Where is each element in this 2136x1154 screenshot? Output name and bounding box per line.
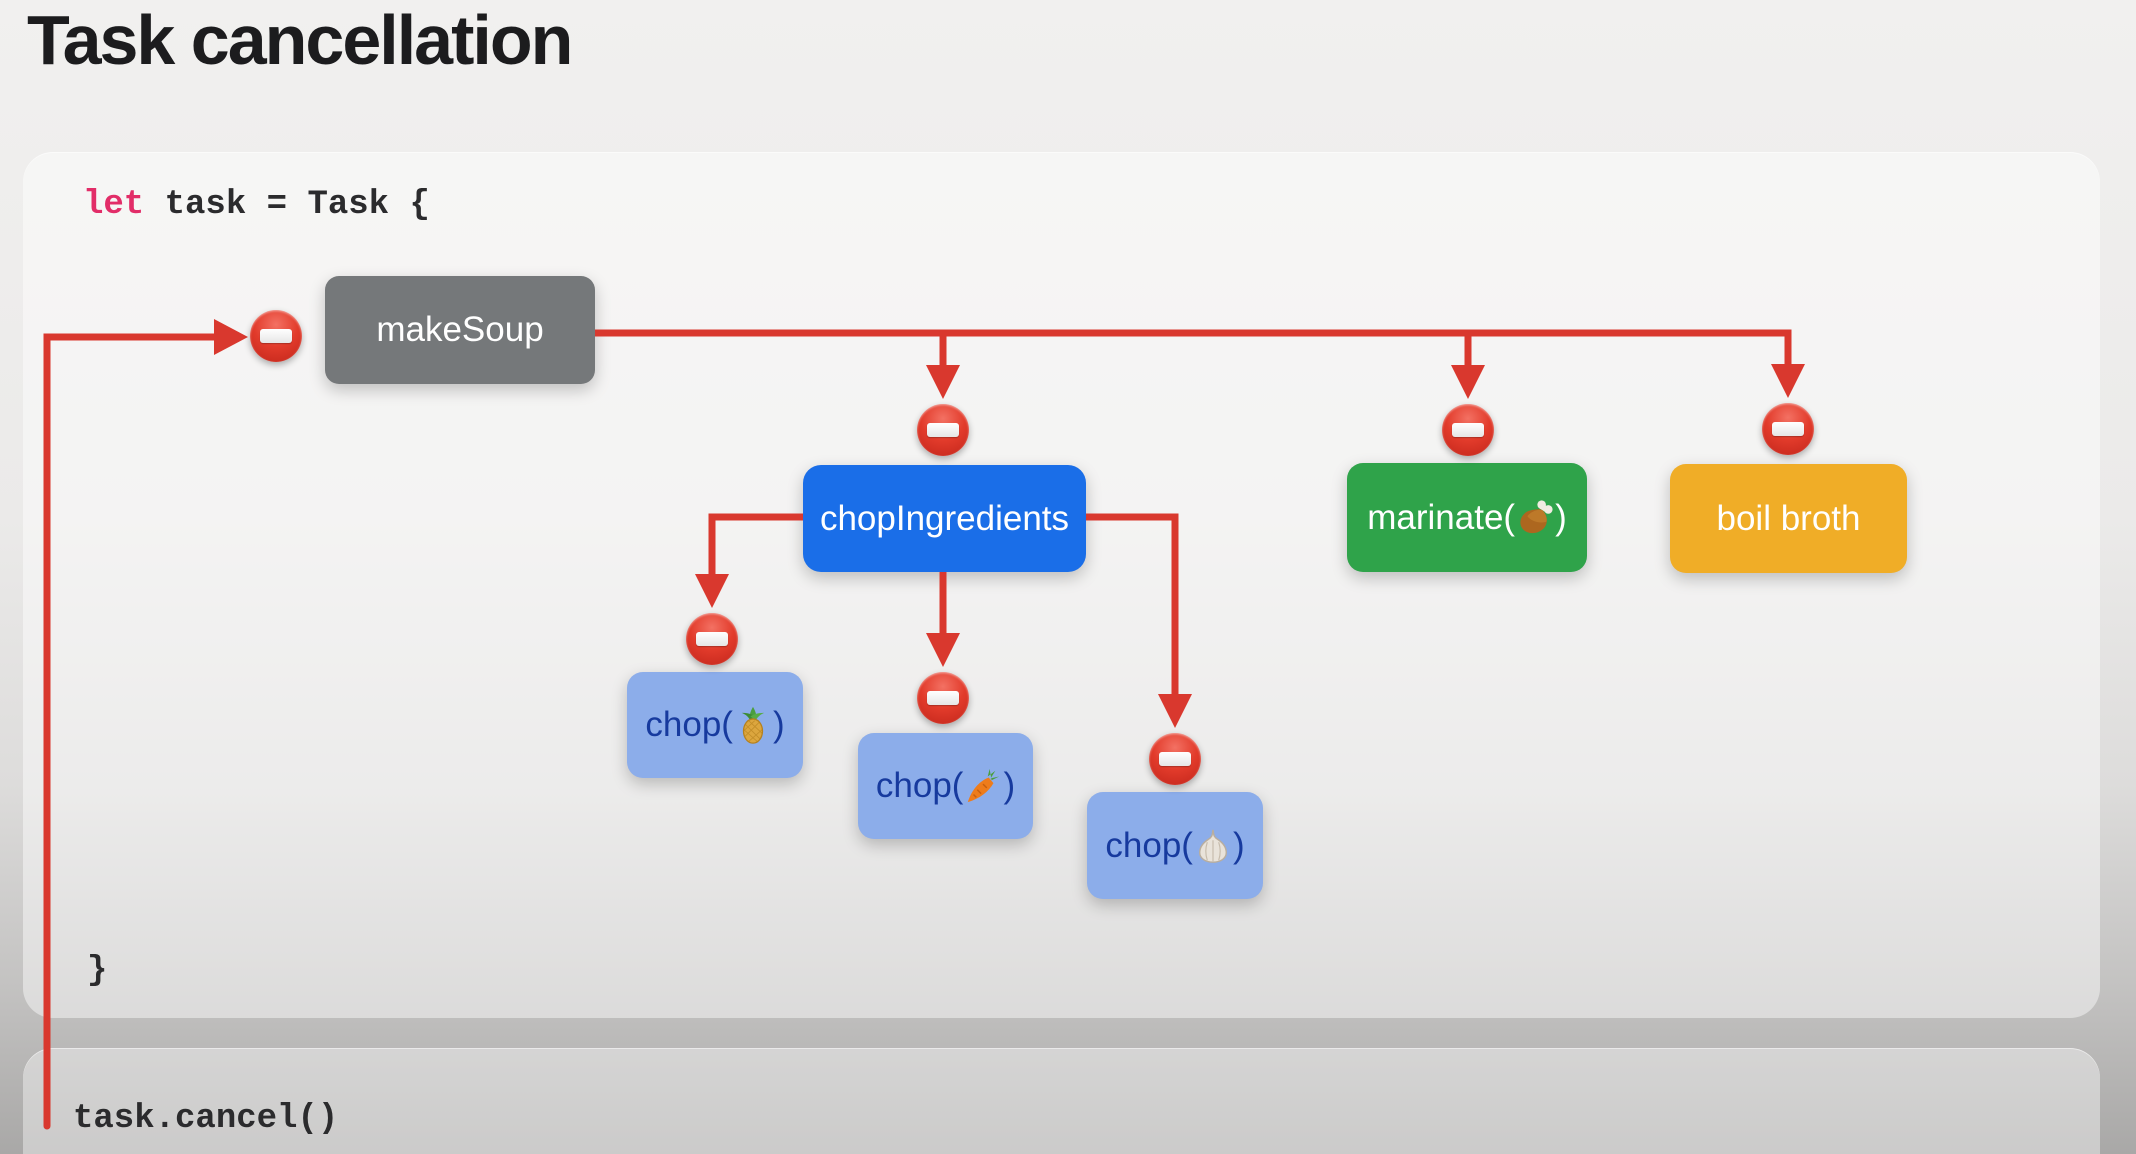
task-node-chop-garlic: chop( ) [1087,792,1263,899]
task-node-marinate: marinate( ) [1347,463,1587,572]
task-node-label-prefix: chop( [875,766,964,805]
page-title: Task cancellation [27,1,573,79]
task-node-make-soup: makeSoup [325,276,595,384]
task-node-chop-ingredients: chopIngredients [803,465,1086,572]
no-entry-icon [1762,403,1814,455]
task-node-chop-carrot: chop( ) [858,733,1033,839]
garlic-icon [1198,829,1227,863]
task-node-label-prefix: chop( [1105,825,1193,865]
task-node-chop-pineapple: chop( ) [627,672,803,778]
no-entry-icon [1442,404,1494,456]
no-entry-icon [686,613,738,665]
code-task-cancel-call: task.cancel() [73,1100,339,1138]
no-entry-icon [917,404,969,456]
task-node-label-suffix: ) [1555,497,1567,537]
code-keyword-let: let [83,186,145,224]
task-node-label-prefix: marinate( [1367,497,1516,537]
task-node-label-suffix: ) [1232,825,1245,865]
code-task-declaration-rest: task = Task { [144,186,430,224]
task-node-label: chopIngredients [819,498,1070,538]
task-node-label: makeSoup [376,310,544,349]
no-entry-icon [917,672,969,724]
code-closing-brace: } [87,952,108,990]
task-node-label-suffix: ) [772,705,785,744]
no-entry-icon [1149,733,1201,785]
task-node-label-suffix: ) [1003,766,1016,805]
no-entry-icon [250,310,302,362]
task-node-label: boil broth [1716,498,1861,538]
carrot-icon [968,768,1000,803]
pineapple-icon [741,706,765,744]
code-line-task-declaration: let task = Task { [83,186,430,224]
poultry-leg-icon [1520,499,1553,533]
cancel-scope-panel [23,1048,2100,1154]
task-node-boil-broth: boil broth [1670,464,1907,573]
task-node-label-prefix: chop( [645,705,733,744]
